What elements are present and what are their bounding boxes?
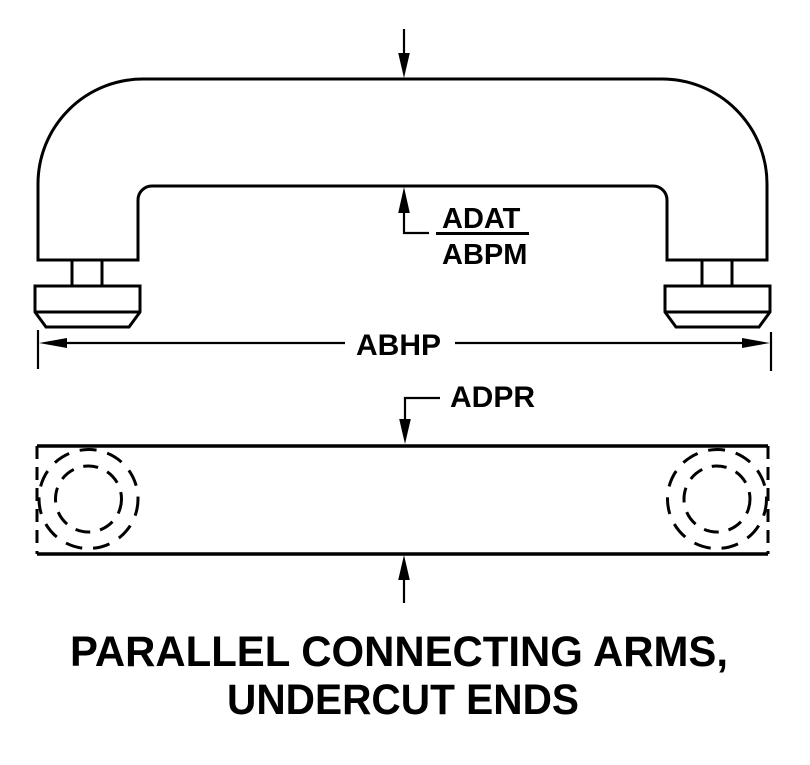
- left-stud-neck: [70, 258, 104, 288]
- adpr-leader-line: [403, 396, 440, 422]
- front-view-handle-outline: [36, 77, 769, 262]
- top-pointer-arrowhead-icon: [398, 53, 410, 78]
- right-hidden-hole-outer-circle: [666, 448, 768, 550]
- abhp-right-arrowhead-icon: [742, 338, 770, 348]
- left-hidden-hole-outer-circle: [37, 448, 140, 550]
- dim-label-adpr: ADPR: [450, 381, 535, 414]
- right-hidden-hole-inner-circle: [682, 464, 752, 534]
- dim-label-abhp: ABHP: [356, 329, 441, 362]
- figure-title-line-1: PARALLEL CONNECTING ARMS,: [70, 628, 728, 676]
- left-hidden-hole-inner-circle: [54, 464, 123, 534]
- dim-label-adat: ADAT: [442, 203, 521, 235]
- right-stud-neck: [700, 258, 734, 288]
- adat-leader-line: [402, 211, 429, 235]
- adat-leader-arrowhead-icon: [398, 187, 410, 213]
- dim-label-abpm: ABPM: [442, 239, 527, 271]
- right-stud-foot: [663, 284, 772, 329]
- bottom-pointer-arrowhead-icon: [398, 555, 410, 580]
- figure-title-line-2: UNDERCUT ENDS: [227, 676, 579, 724]
- abhp-left-arrowhead-icon: [39, 338, 67, 348]
- left-stud-foot: [33, 284, 142, 329]
- adpr-leader-arrowhead-icon: [399, 419, 411, 444]
